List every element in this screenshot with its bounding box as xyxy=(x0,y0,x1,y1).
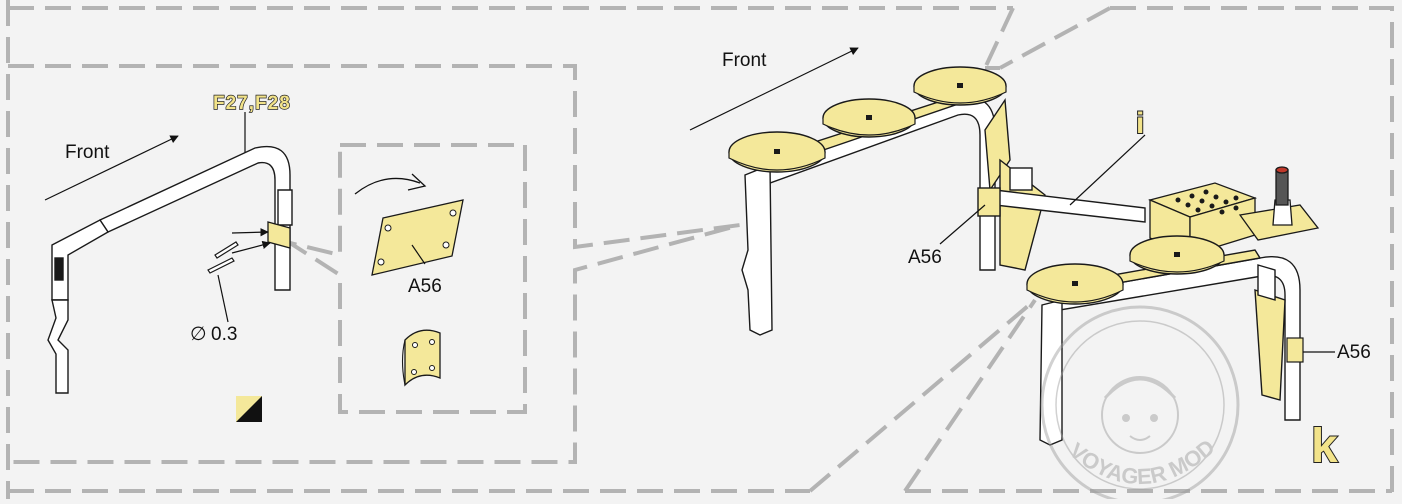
seat-disc-4 xyxy=(1129,235,1225,275)
insert-arrow-1 xyxy=(231,228,269,237)
a56-left-leader xyxy=(939,204,986,245)
label-a56-right: A56 xyxy=(1337,342,1371,363)
plate-label-a56: A56 xyxy=(408,276,442,297)
detail-inset-frame xyxy=(288,143,527,414)
callout-lines-top xyxy=(983,6,1111,70)
insert-arrow-2 xyxy=(231,240,271,254)
seat-disc-3 xyxy=(913,66,1007,106)
seat-disc-5 xyxy=(1026,263,1124,305)
seat-disc-1 xyxy=(728,131,826,173)
diameter-symbol: ∅ xyxy=(190,324,207,345)
seat-disc-2 xyxy=(822,98,916,138)
watermark-text: VOYAGER MODEL xyxy=(0,0,1220,489)
wire-size-label: 0.3 xyxy=(211,324,237,345)
plate-leader xyxy=(411,244,426,265)
curved-arrow-head xyxy=(407,173,427,191)
wire-leader xyxy=(217,274,229,323)
a56-bent-clip xyxy=(401,329,441,387)
a56-flat-plate xyxy=(371,199,464,276)
wire-pieces xyxy=(207,241,239,274)
dashed-frames xyxy=(6,0,1394,499)
right-panel: Front i xyxy=(689,47,1371,474)
curved-arrow-icon xyxy=(354,177,421,195)
callout-i: i xyxy=(1136,107,1144,140)
front-label-left: Front xyxy=(65,142,110,163)
left-panel: Front F27,F28 ∅ 0.3 xyxy=(44,92,293,422)
paint-swatch-icon xyxy=(236,396,262,422)
part-code-f27-f28: F27,F28 xyxy=(213,93,291,114)
step-letter-k: k xyxy=(1311,420,1338,473)
a56-clip-front xyxy=(1286,337,1304,363)
callout-i-leader xyxy=(1069,134,1146,206)
front-arrow-right xyxy=(689,47,859,131)
detail-panel: A56 xyxy=(354,173,464,387)
mast-mount xyxy=(1238,166,1320,241)
diameter-label: ∅ 0.3 xyxy=(190,324,237,345)
front-label-right: Front xyxy=(722,50,767,71)
callout-lines-bottom xyxy=(808,298,1037,493)
rail-part-f27 xyxy=(47,145,293,394)
outer-frame xyxy=(6,0,1394,499)
left-inset-frame xyxy=(8,64,741,464)
label-a56-left: A56 xyxy=(908,247,942,268)
front-arrow-left xyxy=(44,135,179,201)
